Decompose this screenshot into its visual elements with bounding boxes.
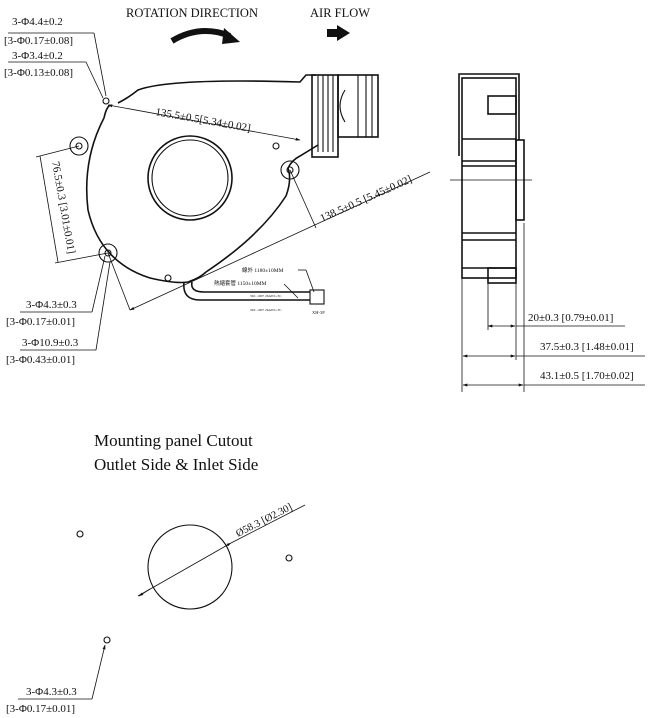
small-hole-top xyxy=(102,97,110,105)
dimension-line-diagonal xyxy=(129,171,431,311)
small-hole-bottom xyxy=(164,274,172,282)
mount-hole-right xyxy=(286,166,294,174)
callout-hole-a-mm: 3-Φ4.4±0.2 xyxy=(12,16,63,28)
inlet-ring-inner xyxy=(151,139,229,217)
front-view-annotations xyxy=(8,32,431,351)
callout-hole-b-mm: 3-Φ3.4±0.2 xyxy=(12,50,63,62)
cutout-diagram xyxy=(18,504,306,700)
cutout-title-line1: Mounting panel Cutout xyxy=(94,431,253,450)
cutout-diameter: Ø58.3 [Ø2.30] xyxy=(234,502,294,540)
small-hole-right xyxy=(272,142,280,150)
cutout-circle xyxy=(147,524,233,610)
cutout-hole-right xyxy=(285,554,293,562)
cutout-hole-in: [3-Φ0.17±0.01] xyxy=(6,703,75,715)
curved-arrow-head xyxy=(222,28,240,44)
dimension-width: 135.5±0.5[5.34±0.02] xyxy=(154,106,251,135)
side-outlet-slot xyxy=(487,95,517,115)
mount-boss-top-left xyxy=(69,136,89,156)
curved-arrow-icon xyxy=(170,28,232,44)
connector xyxy=(309,289,325,305)
fan-housing-outline xyxy=(85,74,316,284)
callout-hole-b-in: [3-Φ0.13±0.08] xyxy=(4,67,73,79)
rotation-direction-label: ROTATION DIRECTION xyxy=(126,6,258,20)
side-dimension-2: 37.5±0.3 [1.48±0.01] xyxy=(540,341,634,353)
fan-front-view xyxy=(69,74,379,305)
callout-hole-a-in: [3-Φ0.17±0.08] xyxy=(4,35,73,47)
outlet-duct xyxy=(311,74,339,158)
callout-hole-c-in: [3-Φ0.17±0.01] xyxy=(6,316,75,328)
cutout-hole-left xyxy=(76,530,84,538)
cutout-title-line2: Outlet Side & Inlet Side xyxy=(94,455,258,474)
cable-sleeve-length: 熱縮套管 1150±10MM xyxy=(214,279,267,287)
callout-boss-in: [3-Φ0.43±0.01] xyxy=(6,354,75,366)
cutout-hole-mm: 3-Φ4.3±0.3 xyxy=(26,686,77,698)
dimension-height: 76.5±0.3 [3.01±0.01] xyxy=(49,160,77,254)
side-dimension-1: 20±0.3 [0.79±0.01] xyxy=(528,312,613,324)
dimension-diagonal: 138.5±0.5 [5.45±0.02] xyxy=(318,173,413,224)
dimension-line-height xyxy=(39,155,59,263)
air-flow-label: AIR FLOW xyxy=(310,6,370,20)
cutout-diameter-line xyxy=(137,542,232,597)
mount-hole-bottom-left xyxy=(104,249,112,257)
mount-boss-bottom-left xyxy=(98,243,118,263)
inlet-ring-outer xyxy=(147,135,233,221)
dimension-line-width xyxy=(107,104,301,141)
side-dimension-3: 43.1±0.5 [1.70±0.02] xyxy=(540,370,634,382)
mount-boss-right xyxy=(280,160,300,180)
wire-spec-top: 3UL 1007 26AWG 3C xyxy=(250,294,282,298)
right-arrow-icon xyxy=(327,25,350,41)
cable-outer-length: 線外 1180±10MM xyxy=(242,266,284,274)
fan-side-view xyxy=(450,73,645,392)
cutout-hole-bottom xyxy=(103,636,111,644)
mount-hole-top-left xyxy=(75,142,83,150)
callout-hole-c-mm: 3-Φ4.3±0.3 xyxy=(26,299,77,311)
side-bottom-tab xyxy=(487,267,517,284)
callout-boss-mm: 3-Φ10.9±0.3 xyxy=(22,337,79,349)
connector-label: XH-3P xyxy=(312,310,325,315)
wire-spec-bottom: 3UL 1007 26AWG 3C xyxy=(250,308,282,312)
